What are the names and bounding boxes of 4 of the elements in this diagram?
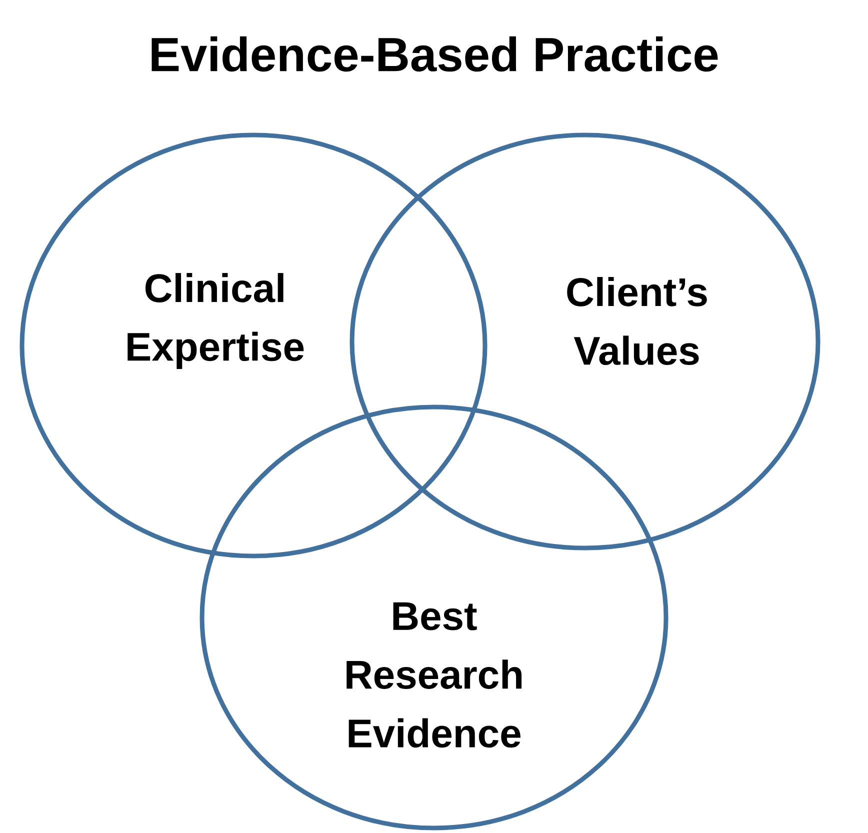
title: Evidence-Based Practice xyxy=(152,36,718,72)
circle-label: Client’s Values xyxy=(567,276,707,366)
circle-label: Clinical Expertise xyxy=(128,273,304,369)
circle-label: Best Research Evidence xyxy=(346,602,522,748)
